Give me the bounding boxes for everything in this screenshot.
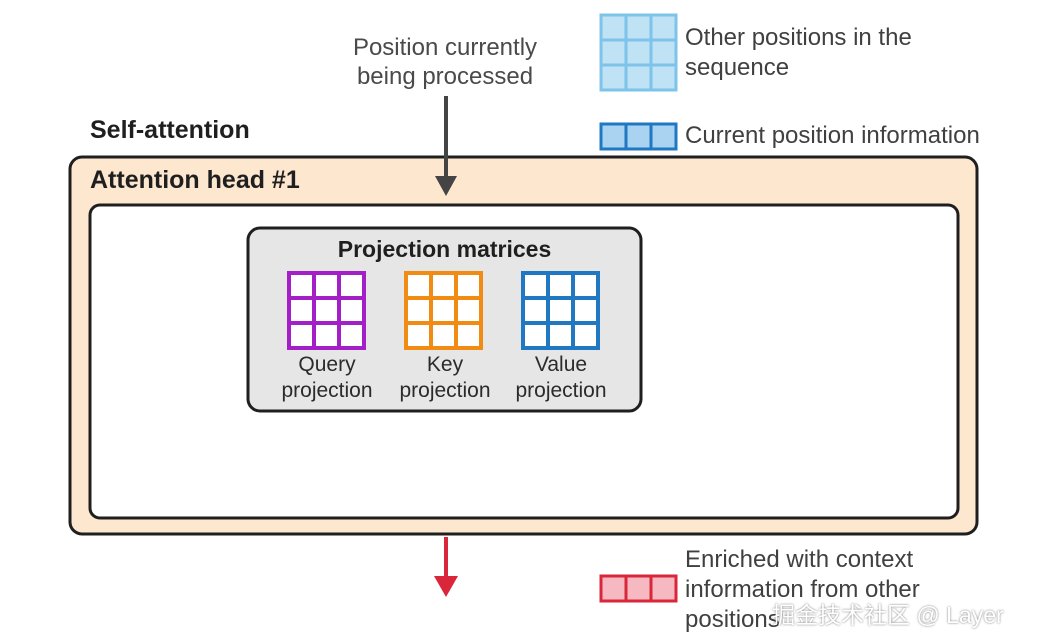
attention-head-title: Attention head #1 [90,166,300,194]
query-projection-line1: Query [298,353,356,376]
value-matrix-grid [521,271,600,350]
legend-current-position-icon [599,122,678,151]
legend-enriched-icon [599,574,678,603]
legend-other-positions-icon [599,13,678,92]
legend-other-positions-line1: Other positions in the [685,24,912,51]
current-position-label-line2: being processed [356,63,534,90]
legend-other-positions-line2: sequence [685,54,790,81]
projection-matrices-title: Projection matrices [337,236,552,262]
key-projection-label: Key projection [380,352,510,404]
legend-enriched-line3: positions [685,606,780,633]
output-arrow [434,537,458,597]
legend-enriched-label: Enriched with context information from o… [685,545,920,635]
value-projection-line1: Value [534,353,588,376]
legend-current-position-label: Current position information [685,122,980,149]
current-position-label: Position currently being processed [330,33,560,91]
query-projection-line2: projection [281,379,373,402]
key-matrix-grid [404,271,483,350]
watermark: 掘金技术社区 @ Layer [772,602,1004,628]
projection-grids [287,271,600,350]
value-projection-line2: projection [515,379,607,402]
query-projection-label: Query projection [262,352,392,404]
current-position-label-line1: Position currently [352,34,538,61]
legend-other-positions-label: Other positions in the sequence [685,23,912,83]
input-arrow [435,96,457,196]
query-matrix-grid [287,271,366,350]
key-projection-line1: Key [426,353,464,376]
key-projection-line2: projection [399,379,491,402]
self-attention-title: Self-attention [90,116,250,144]
value-projection-label: Value projection [496,352,626,404]
legend-enriched-line2: information from other [685,576,920,603]
legend-enriched-line1: Enriched with context [685,546,914,573]
